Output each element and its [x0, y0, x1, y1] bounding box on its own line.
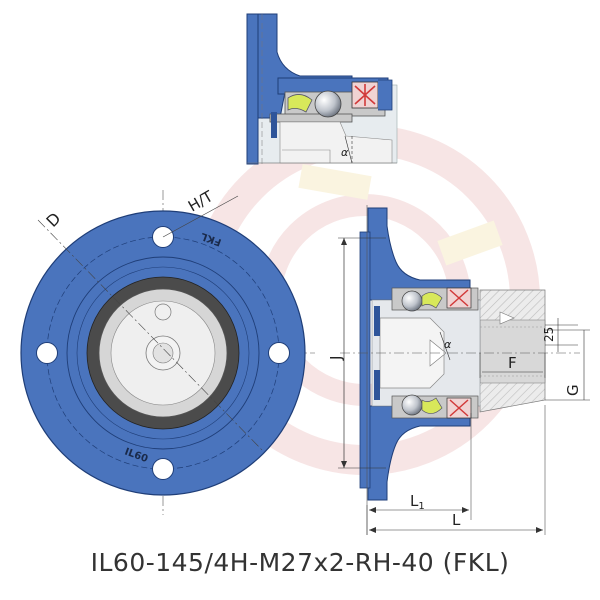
bolt-hole — [152, 458, 174, 480]
dimension-label-25: 25 — [542, 327, 556, 342]
hole-label-HT: H/T — [185, 187, 217, 216]
alpha-label-mid: α — [444, 338, 452, 351]
bolt-hole — [36, 342, 58, 364]
section-view: α J 25 F G L1 L — [327, 205, 590, 535]
top-detail-view: α — [246, 13, 398, 165]
dimension-label-L: L — [452, 511, 461, 529]
dimension-label-G: G — [564, 384, 582, 396]
bolt-hole — [268, 342, 290, 364]
flange-front-view: FKL IL60 D H/T — [20, 187, 315, 515]
diameter-label-D: D — [42, 209, 64, 231]
part-number-caption: IL60-145/4H-M27x2-RH-40 (FKL) — [90, 548, 510, 577]
dimension-label-F: F — [508, 354, 517, 372]
alpha-label-top: α — [341, 146, 349, 159]
dimension-label-L1: L1 — [410, 492, 425, 512]
dimension-label-J: J — [327, 356, 345, 361]
